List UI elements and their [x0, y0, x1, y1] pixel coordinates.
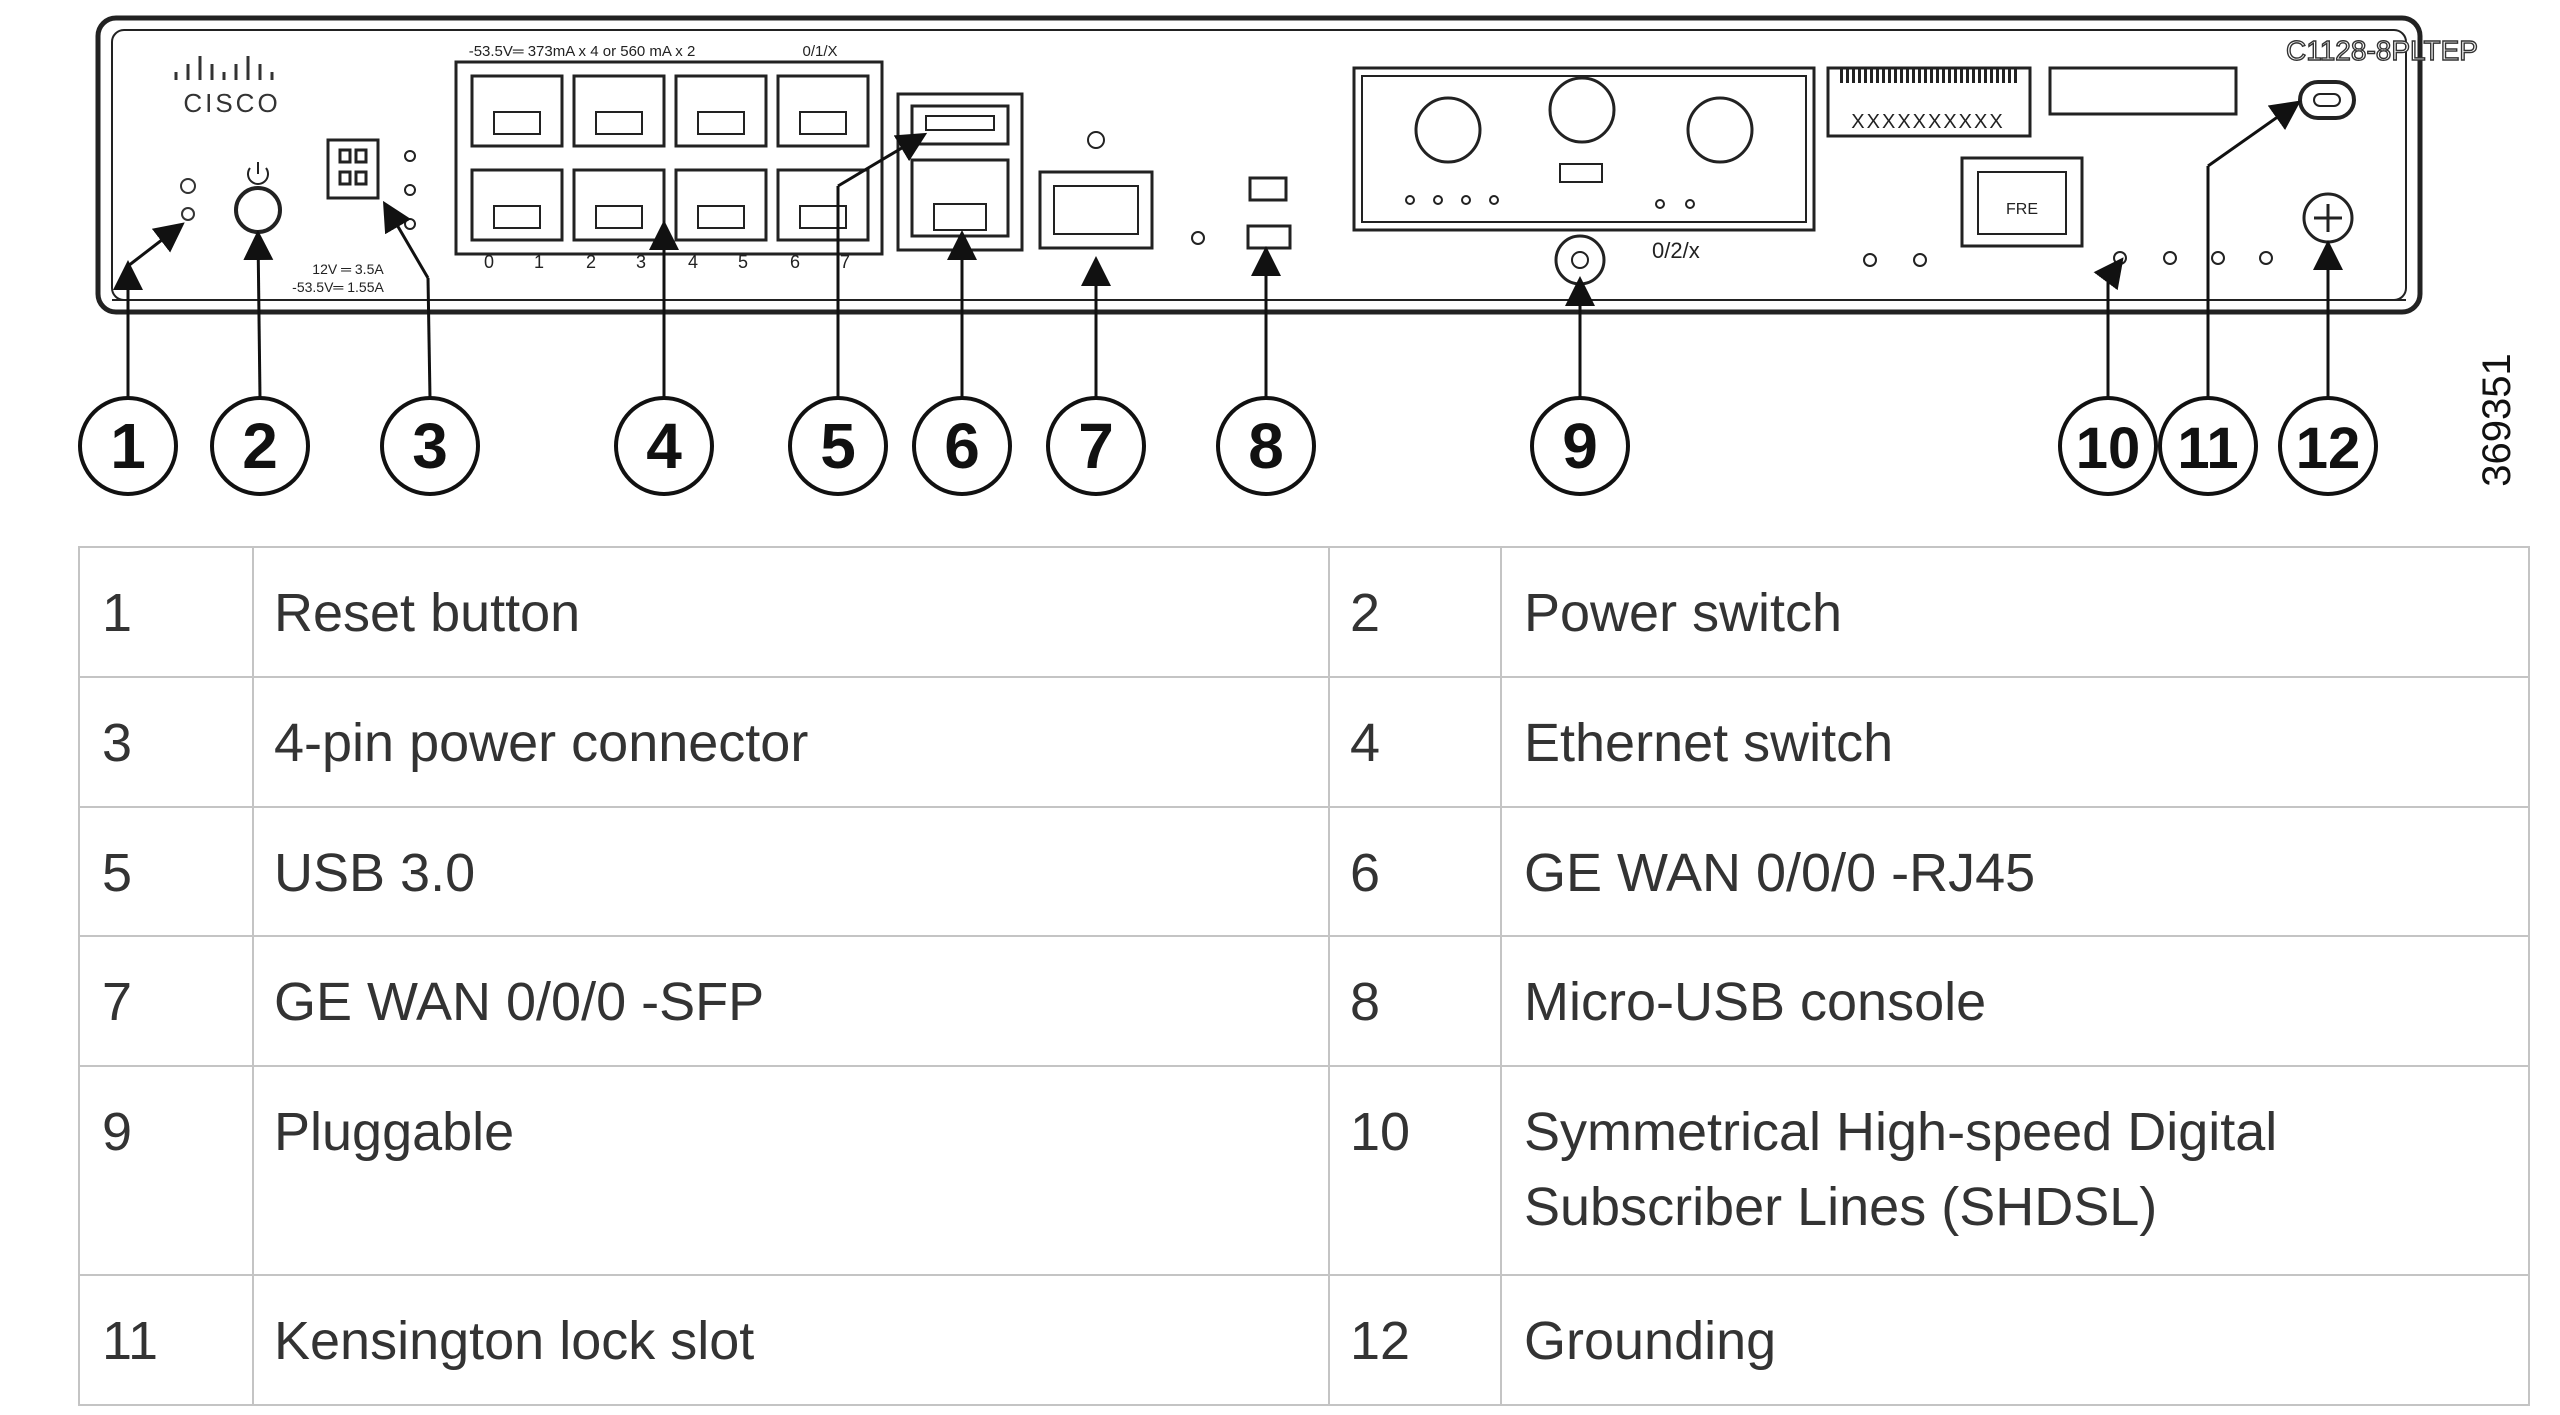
callout-circle — [78, 396, 178, 496]
callout-circle — [2158, 396, 2258, 496]
callout-id: 10 — [1328, 1064, 1502, 1277]
ethernet-switch-ports — [454, 60, 884, 256]
callout-description: 4-pin power connector — [252, 675, 1330, 808]
cisco-logo — [174, 56, 274, 80]
callout-number: 6 — [944, 410, 980, 482]
callout-description: Micro-USB console — [1500, 935, 2530, 1067]
callout-id: 2 — [1328, 546, 1502, 678]
callout-circle — [1046, 396, 1146, 496]
table-row: 5 USB 3.0 6 GE WAN 0/0/0 -RJ45 — [78, 805, 2530, 938]
callout-circle — [2058, 396, 2158, 496]
port-numbers: 0 1 2 3 4 5 6 7 — [484, 252, 850, 272]
chassis — [95, 15, 2423, 315]
micro-usb-console-port — [1191, 176, 1292, 250]
port-number: 1 — [534, 252, 544, 272]
callout-number: 4 — [646, 410, 682, 482]
callout-circle — [210, 396, 310, 496]
callout-number: 8 — [1248, 410, 1284, 482]
callout-circle — [614, 396, 714, 496]
callout-number: 2 — [242, 410, 278, 482]
callout-description: USB 3.0 — [252, 805, 1330, 938]
callout-number: 1 — [110, 410, 146, 482]
callout-id: 6 — [1328, 805, 1502, 938]
callout-circle — [1530, 396, 1630, 496]
callout-id: 12 — [1328, 1274, 1502, 1406]
callout-description: GE WAN 0/0/0 -SFP — [252, 935, 1330, 1067]
callout-number: 7 — [1078, 410, 1114, 482]
callout-number: 3 — [412, 410, 448, 482]
callout-id: 1 — [78, 546, 254, 678]
callout-number: 9 — [1562, 410, 1598, 482]
callout-markers — [78, 396, 2378, 496]
brand-text: CISCO — [183, 88, 280, 118]
table-row: 9 Pluggable 10 Symmetrical High-speed Di… — [78, 1064, 2530, 1277]
figure-id: 369351 — [2475, 353, 2519, 486]
port-number: 2 — [586, 252, 596, 272]
router-front-panel-diagram: CISCO 12V ═ 3.5A -53.5V═ 1.55A -53.5V═ 3… — [78, 15, 2519, 496]
callout-description: Power switch — [1500, 546, 2530, 678]
callout-number: 5 — [820, 410, 856, 482]
poe-rating-label: -53.5V═ 373mA x 4 or 560 mA x 2 — [469, 43, 696, 60]
callout-description: Pluggable — [252, 1064, 1330, 1277]
table-row: 7 GE WAN 0/0/0 -SFP 8 Micro-USB console — [78, 935, 2530, 1067]
callout-id: 7 — [78, 935, 254, 1067]
callout-id: 3 — [78, 675, 254, 808]
fre-port — [1960, 156, 2084, 248]
callout-id: 5 — [78, 805, 254, 938]
usb-and-rj45-ports — [896, 92, 1024, 252]
callout-id: 4 — [1328, 675, 1502, 808]
grounding-icon — [2302, 192, 2354, 244]
model-label: C1128-8PLTEP — [2286, 35, 2478, 66]
serial-label-box — [1826, 66, 2238, 138]
callout-number: 10 — [2076, 416, 2141, 481]
port-number: 5 — [738, 252, 748, 272]
callout-legend-table: 1 Reset button 2 Power switch 3 4-pin po… — [78, 546, 2530, 1406]
switch-slot-label: 0/1/X — [802, 43, 837, 60]
callout-circle — [1216, 396, 1316, 496]
status-leds — [1863, 251, 2273, 267]
power-connector-icon — [326, 138, 416, 230]
callout-id: 11 — [78, 1274, 254, 1406]
callout-number: 11 — [2177, 416, 2238, 481]
kensington-lock-icon — [2298, 80, 2356, 120]
callout-number: 12 — [2296, 416, 2361, 481]
table-row: 11 Kensington lock slot 12 Grounding — [78, 1274, 2530, 1406]
callout-description: Reset button — [252, 546, 1330, 678]
fre-port-label: FRE — [2006, 201, 2038, 218]
power-switch-icon — [234, 162, 282, 234]
callout-circle — [788, 396, 888, 496]
port-number: 6 — [790, 252, 800, 272]
callout-description: Symmetrical High-speed Digital Subscribe… — [1500, 1064, 2530, 1277]
callout-circle — [380, 396, 480, 496]
callout-description: Ethernet switch — [1500, 675, 2530, 808]
serial-number-text: XXXXXXXXXX — [1851, 111, 2004, 133]
callout-circle — [2278, 396, 2378, 496]
callout-circle — [912, 396, 1012, 496]
pluggable-module — [1352, 66, 1816, 286]
callout-description: GE WAN 0/0/0 -RJ45 — [1500, 805, 2530, 938]
port-number: 3 — [636, 252, 646, 272]
power-rating-1: 12V ═ 3.5A — [312, 261, 384, 277]
table-row: 3 4-pin power connector 4 Ethernet switc… — [78, 675, 2530, 808]
callout-numbers: 1 2 3 4 5 6 7 8 9 10 11 12 — [110, 410, 2360, 482]
callout-id: 9 — [78, 1064, 254, 1277]
port-number: 0 — [484, 252, 494, 272]
port-number: 7 — [840, 252, 850, 272]
table-row: 1 Reset button 2 Power switch — [78, 546, 2530, 678]
callout-arrows — [113, 100, 2343, 399]
callout-id: 8 — [1328, 935, 1502, 1067]
callout-description: Grounding — [1500, 1274, 2530, 1406]
pluggable-slot-label: 0/2/x — [1652, 238, 1700, 263]
callout-description: Kensington lock slot — [252, 1274, 1330, 1406]
sfp-port — [1038, 131, 1154, 250]
power-rating-2: -53.5V═ 1.55A — [292, 279, 384, 295]
reset-button-icon — [180, 178, 196, 221]
port-number: 4 — [688, 252, 698, 272]
